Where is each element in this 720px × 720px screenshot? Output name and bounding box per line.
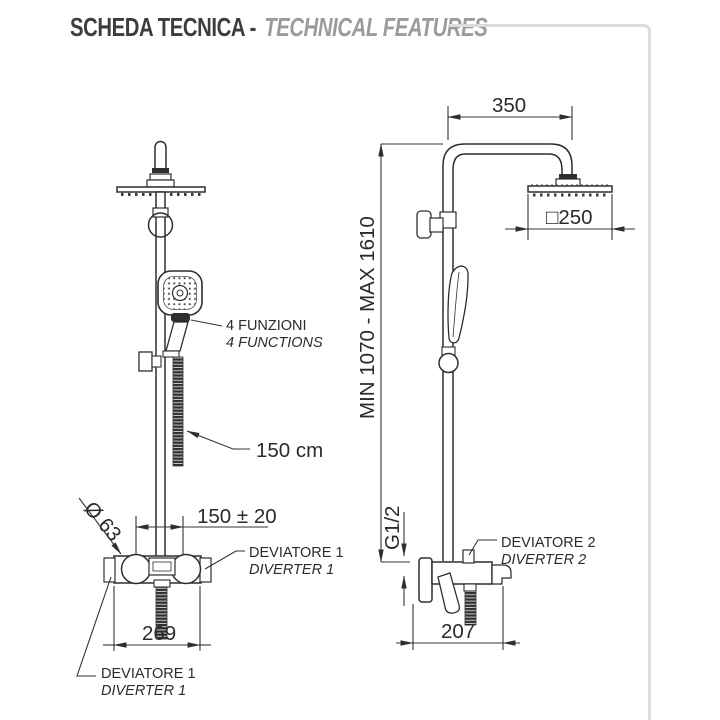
diverter1-bottom-label-it: DEVIATORE 1 [101,666,196,682]
mixer-right-end [199,557,212,583]
mixer-center-detail [152,561,172,572]
side-view-annotations [378,106,635,650]
front-view-texts: 4 FUNZIONI 4 FUNCTIONS 150 cm Ø 63 150 ±… [79,318,343,699]
mixer-left-valve [120,553,152,585]
front-view-annotations [76,319,268,677]
wall-bracket-stem [429,217,444,233]
arm-inner [452,153,563,561]
diverter1-side-label-en: DIVERTER 1 [249,562,334,578]
mixer-right-valve [170,553,202,585]
diverter1-side-label-it: DEVIATORE 1 [249,545,344,561]
side-view [416,143,613,626]
mixer-outlet [153,579,171,588]
gooseneck-joint [149,173,172,181]
arm-outer [442,143,573,561]
hand-shower-handle [165,321,189,352]
hose-length-label: 150 cm [256,439,323,462]
column-front [155,191,166,559]
diverter2-label-en: DIVERTER 2 [501,552,586,568]
flex-hose-front [172,356,184,467]
diverter1-side-leader [204,550,245,570]
slider-bracket-knob [151,355,162,368]
front-view [103,140,212,640]
diverter1-bottom-label-en: DIVERTER 1 [101,683,186,699]
slider-bracket [138,351,153,372]
diameter-leader [78,497,122,555]
diverter2-label-it: DEVIATORE 2 [501,535,596,551]
thread-size-label: G1/2 [381,506,404,550]
flex-hose-lower [155,586,168,640]
spout-side [491,564,512,585]
hose-leader [186,430,250,450]
mixer-diameter-label: Ø 63 [79,497,126,546]
wall-flange-side [418,557,433,603]
head-connector-band [559,174,577,179]
hand-shower-center [171,284,189,302]
side-view-texts: 350 □250 MIN 1070 - MAX 1610 G1/2 DEVIAT… [356,94,596,643]
arm-length-label: 350 [492,94,526,117]
hand-shower-side [447,265,469,344]
functions-label-en: 4 FUNCTIONS [226,335,323,351]
diverter1-bottom-leader [76,576,112,677]
column-ring-joint [147,212,174,238]
mixer-depth-label: 207 [441,620,475,643]
hand-shower-side-contour [452,271,460,338]
hose-connector-side [463,583,477,592]
flex-hose-side [464,590,477,626]
side-ring-joint [438,352,459,374]
head-size-label: □250 [546,206,593,229]
wall-bracket-knob [416,210,432,239]
handle-collar [162,350,180,358]
gooseneck-pipe [154,140,167,169]
gooseneck-band [152,168,169,173]
hand-shower-center-dot [176,289,184,297]
height-range-label: MIN 1070 - MAX 1610 [356,216,379,419]
function-selector-band [171,313,190,322]
page-border-frame [448,24,651,720]
diverter2-knob [462,549,475,564]
title-italian: SCHEDA TECNICA - [70,12,257,42]
functions-leader [190,319,223,327]
mixer-left-end [103,557,116,583]
diverter2-leader [468,539,497,556]
head-flange [146,179,175,188]
functions-label-it: 4 FUNZIONI [226,318,307,334]
lever-handle-side [437,572,461,614]
inlet-spacing-label: 150 ± 20 [197,505,277,528]
mixer-width-label: 269 [142,622,176,645]
shower-head-side [527,185,613,193]
